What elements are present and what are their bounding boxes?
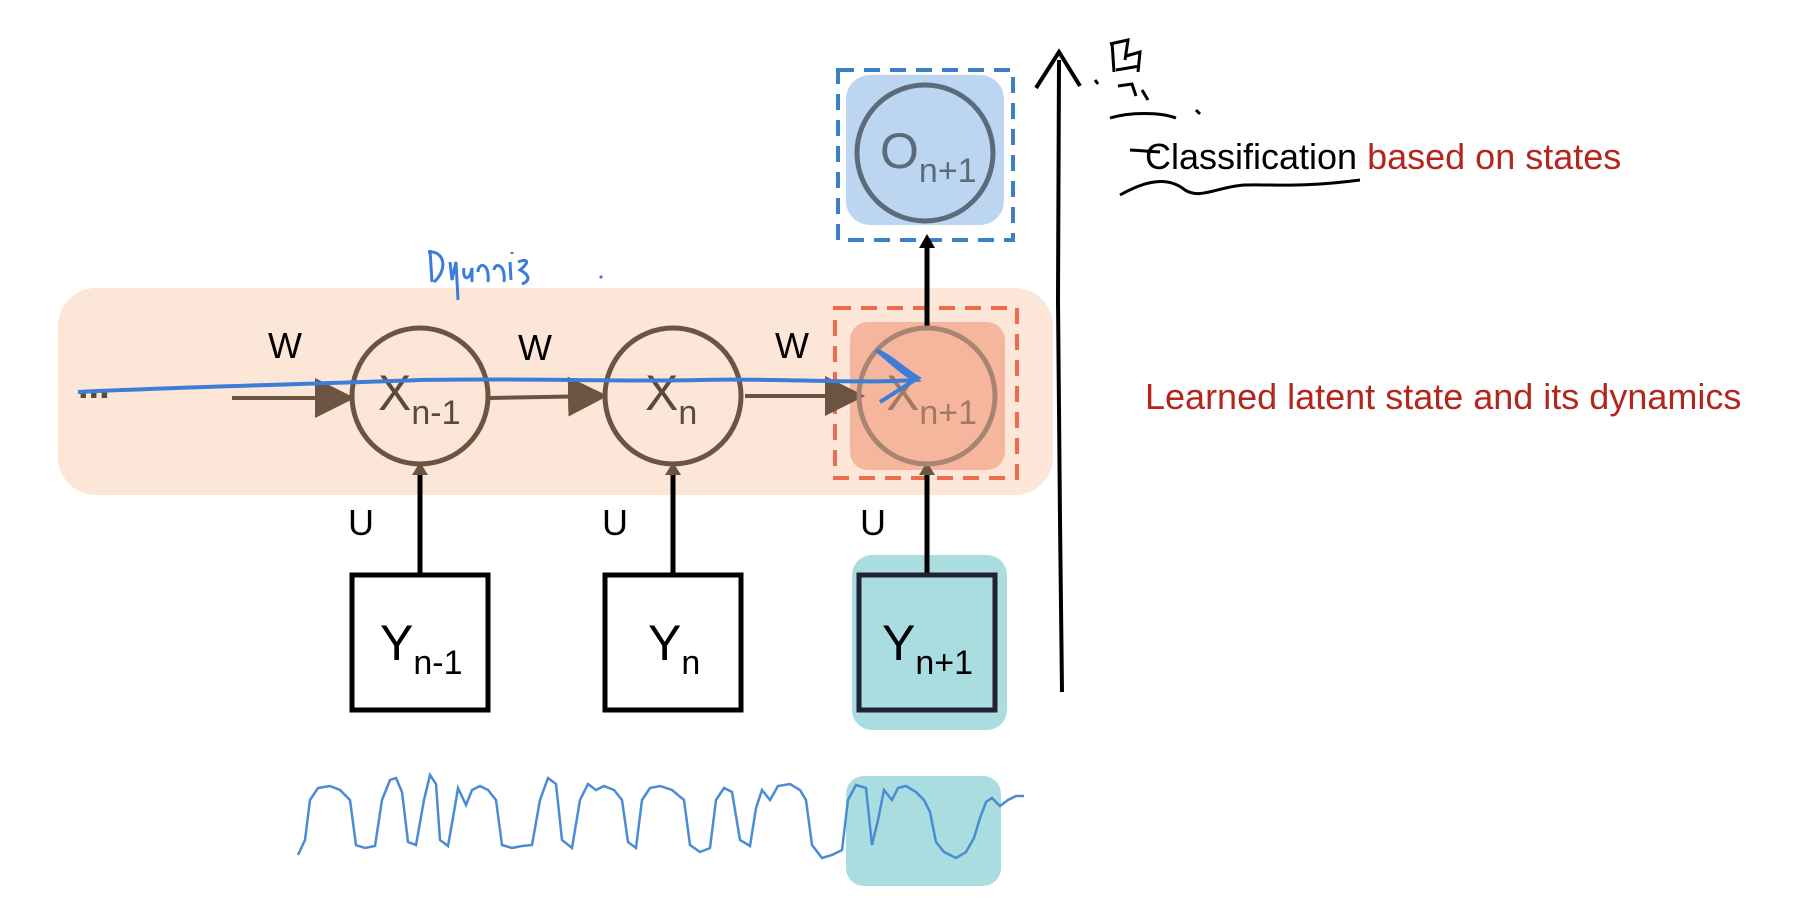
state-label-n: Xn: [645, 365, 697, 432]
state-node-n: [602, 325, 744, 467]
sequence-ellipsis: ...: [78, 365, 110, 407]
arrowhead-output: [919, 234, 935, 248]
handwritten-dynamics-line: [77, 348, 923, 404]
input-label-n-minus-1: Yn-1: [380, 615, 463, 682]
output-label: On+1: [880, 123, 977, 190]
weight-w-label-2: W: [518, 327, 552, 368]
weight-w-label-1: W: [268, 325, 302, 366]
arrowhead-y1: [412, 462, 428, 475]
arrow-x1-to-x2: [489, 376, 608, 417]
state-label-n-minus-1: Xn-1: [378, 365, 461, 432]
handwritten-dynamic-word: [427, 249, 604, 301]
output-highlight: [846, 75, 1004, 225]
input-label-n: Yn: [648, 615, 700, 682]
input-box-n-minus-1: [349, 572, 491, 713]
classification-word: Classification: [1145, 136, 1358, 177]
latent-state-annotation: Learned latent state and its dynamics: [1145, 376, 1742, 417]
weight-u-label-3: U: [860, 502, 886, 543]
classification-axis-arrow: [1055, 59, 1064, 693]
input-box-n: [602, 572, 744, 713]
input-box-n-plus-1: [856, 572, 998, 713]
current-signal-highlight: [846, 776, 1001, 886]
input-label-n-plus-1: Yn+1: [882, 615, 973, 682]
output-node: [854, 82, 996, 224]
state-node-n-plus-1: [856, 325, 998, 467]
weight-u-label-2: U: [602, 502, 628, 543]
arrowhead-y3: [919, 462, 935, 475]
arrowhead-y2: [665, 462, 681, 475]
latent-state-band: [58, 288, 1053, 495]
weight-u-label-1: U: [348, 502, 374, 543]
output-dashed-box: [836, 68, 1015, 242]
handwritten-black-scribble: [1093, 38, 1361, 197]
current-input-highlight: [852, 555, 1007, 730]
classification-suffix: based on states: [1357, 136, 1622, 177]
classification-axis-arrowhead: [1034, 48, 1082, 90]
state-node-n-minus-1: [349, 325, 491, 467]
input-signal-waveform: [296, 771, 1024, 860]
classification-annotation: Classification based on states: [1145, 136, 1621, 178]
weight-w-label-3: W: [775, 325, 809, 366]
